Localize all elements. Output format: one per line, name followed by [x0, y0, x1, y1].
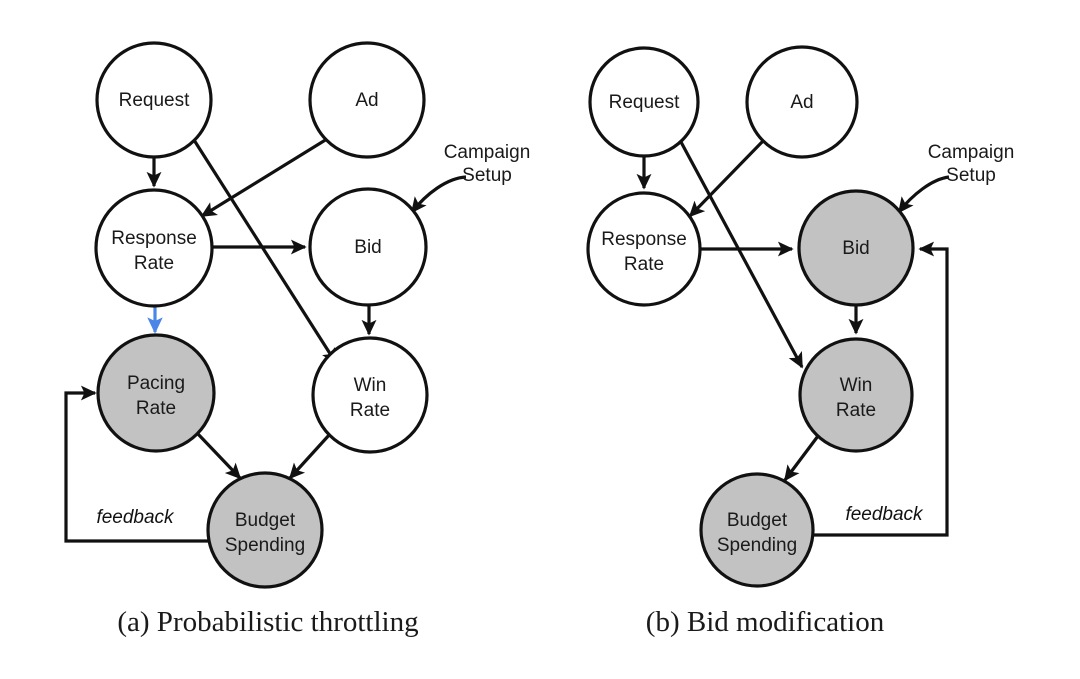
panel-b-node-ad[interactable]: Ad: [745, 45, 859, 159]
panel-b-node-win-rate[interactable]: Win Rate: [798, 337, 914, 453]
node-circle-pacing-rate[interactable]: [96, 333, 216, 453]
node-circle-ad[interactable]: [745, 45, 859, 159]
edge-campaign-setup-to-bid: [410, 175, 467, 214]
panel-a-node-bid[interactable]: Bid: [308, 187, 428, 307]
edge-win-rate-to-budget-spending: [783, 435, 820, 482]
panel-a-edges: [64, 137, 467, 543]
panel-a-node-budget-spending[interactable]: Budget Spending: [206, 471, 324, 589]
panel-b-node-response-rate[interactable]: Response Rate: [586, 191, 702, 307]
edge-campaign-setup-to-bid: [897, 175, 950, 214]
edge-win-rate-to-budget-spending: [288, 432, 332, 480]
edge-budget-spending-to-pacing-rate-feedback: [64, 385, 209, 543]
edge-ad-to-response-rate: [688, 139, 765, 218]
panel-a: feedback Campaign Setup Request Ad Respo…: [64, 41, 531, 638]
panel-b-caption: (b) Bid modification: [646, 606, 885, 638]
panel-b-campaign-setup-line1: Campaign: [928, 142, 1015, 163]
edge-request-to-win-rate: [192, 139, 338, 365]
panel-a-feedback-label: feedback: [96, 507, 175, 528]
panel-b-node-budget-spending[interactable]: Budget Spending: [699, 472, 815, 588]
node-circle-response-rate[interactable]: [586, 191, 702, 307]
node-circle-win-rate[interactable]: [311, 336, 429, 454]
edge-request-to-win-rate: [679, 141, 804, 369]
node-circle-response-rate[interactable]: [94, 188, 214, 308]
node-circle-bid[interactable]: [308, 187, 428, 307]
edge-budget-spending-to-bid-feedback: [812, 241, 949, 537]
panel-a-node-pacing-rate[interactable]: Pacing Rate: [96, 333, 216, 453]
panel-b-campaign-setup-line2: Setup: [946, 165, 996, 186]
panel-a-node-ad[interactable]: Ad: [308, 41, 426, 159]
panel-a-node-response-rate[interactable]: Response Rate: [94, 188, 214, 308]
panel-a-node-request[interactable]: Request: [95, 41, 213, 159]
node-circle-bid[interactable]: [797, 189, 915, 307]
node-circle-budget-spending[interactable]: [699, 472, 815, 588]
panel-b-feedback-label: feedback: [845, 504, 924, 525]
node-circle-request[interactable]: [95, 41, 213, 159]
node-circle-request[interactable]: [588, 46, 700, 158]
panel-a-campaign-setup-line2: Setup: [462, 165, 512, 186]
panel-a-campaign-setup-line1: Campaign: [444, 142, 531, 163]
panel-a-caption: (a) Probabilistic throttling: [117, 606, 418, 638]
node-circle-win-rate[interactable]: [798, 337, 914, 453]
node-circle-ad[interactable]: [308, 41, 426, 159]
panel-a-node-win-rate[interactable]: Win Rate: [311, 336, 429, 454]
panel-b-edges: [636, 139, 950, 537]
node-circle-budget-spending[interactable]: [206, 471, 324, 589]
edge-pacing-rate-to-budget-spending: [196, 432, 242, 480]
edge-ad-to-response-rate: [200, 137, 328, 218]
panel-b-node-bid[interactable]: Bid: [797, 189, 915, 307]
panel-b-node-request[interactable]: Request: [588, 46, 700, 158]
